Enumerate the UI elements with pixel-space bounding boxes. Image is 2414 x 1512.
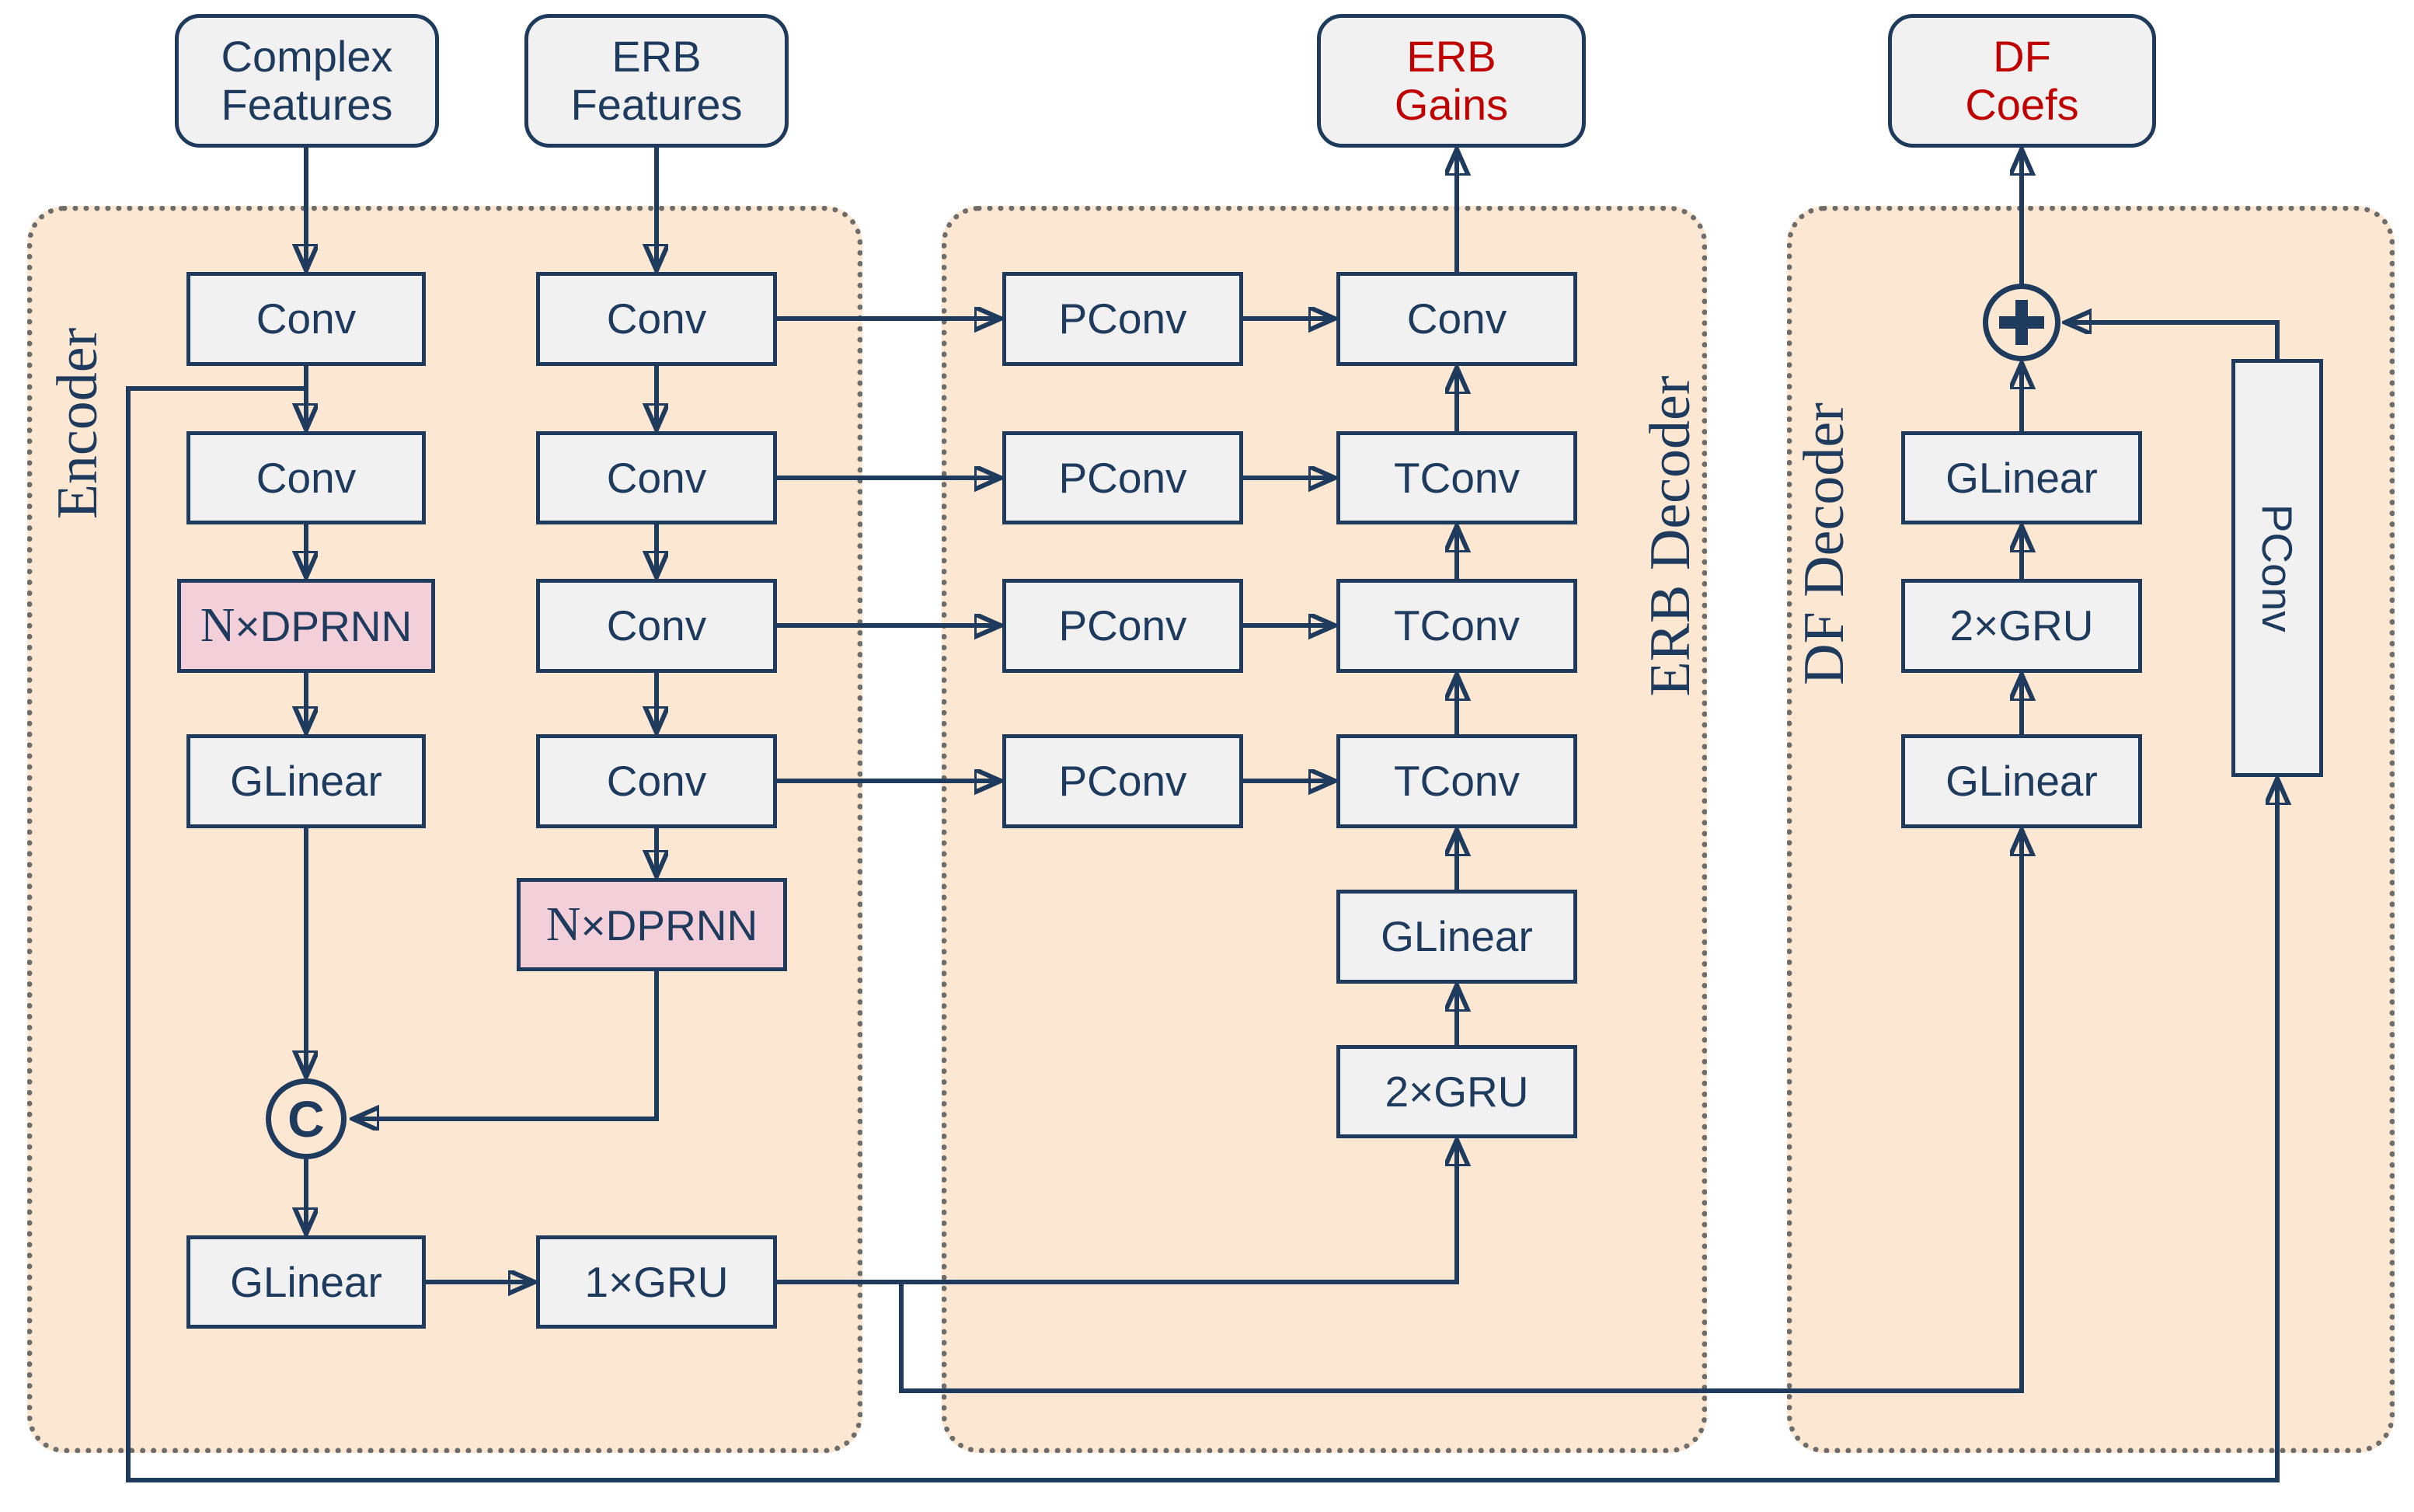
edge-conv1-skip-to-pconv-tall bbox=[126, 386, 2277, 1482]
erb-decoder-gru-block: 2×GRU bbox=[1336, 1045, 1577, 1138]
encoder-gru-block: 1×GRU bbox=[536, 1235, 777, 1329]
erb-decoder-tconv1-block: TConv bbox=[1336, 431, 1577, 524]
df-decoder-gru-block: 2×GRU bbox=[1901, 579, 2142, 673]
erb-decoder-pconv4-block: PConv bbox=[1002, 734, 1243, 828]
erb-decoder-conv-block: Conv bbox=[1336, 272, 1577, 366]
df-decoder-pconv-tall-block: PConv bbox=[2231, 359, 2323, 777]
edge-gru-to-erb-gru2 bbox=[775, 1141, 1457, 1284]
encoder-glinear-block: GLinear bbox=[186, 734, 426, 828]
edge-gru-to-df-glinear bbox=[899, 831, 2022, 1393]
concat-circle: C bbox=[266, 1078, 347, 1159]
df-coefs-box: DF Coefs bbox=[1888, 14, 2156, 148]
encoder-glinear-bottom-block: GLinear bbox=[186, 1235, 426, 1329]
erb-decoder-pconv2-block: PConv bbox=[1002, 431, 1243, 524]
df-decoder-glinear2-block: GLinear bbox=[1901, 734, 2142, 828]
encoder-erb-conv2-block: Conv bbox=[536, 431, 777, 524]
encoder-erb-dprnn-block: N×DPRNN bbox=[517, 878, 787, 971]
encoder-dprnn-block: N×DPRNN bbox=[177, 579, 435, 673]
erb-decoder-pconv3-block: PConv bbox=[1002, 579, 1243, 673]
concat-symbol: C bbox=[287, 1090, 325, 1148]
erb-features-box: ERB Features bbox=[524, 14, 789, 148]
sum-circle bbox=[1983, 284, 2060, 361]
encoder-conv2-block: Conv bbox=[186, 431, 426, 524]
encoder-erb-conv1-block: Conv bbox=[536, 272, 777, 366]
erb-decoder-tconv3-block: TConv bbox=[1336, 734, 1577, 828]
edge-dprnn2-to-concat bbox=[354, 969, 659, 1119]
erb-decoder-glinear-block: GLinear bbox=[1336, 890, 1577, 984]
complex-features-label: Complex Features bbox=[221, 32, 393, 129]
complex-features-box: Complex Features bbox=[175, 14, 439, 148]
erb-decoder-tconv2-block: TConv bbox=[1336, 579, 1577, 673]
encoder-conv1-block: Conv bbox=[186, 272, 426, 366]
df-coefs-label: DF Coefs bbox=[1965, 32, 2079, 129]
df-decoder-glinear1-block: GLinear bbox=[1901, 431, 2142, 524]
erb-decoder-pconv1-block: PConv bbox=[1002, 272, 1243, 366]
erb-gains-box: ERB Gains bbox=[1317, 14, 1586, 148]
edge-pconv-tall-to-sum bbox=[2067, 322, 2280, 361]
encoder-erb-conv4-block: Conv bbox=[536, 734, 777, 828]
erb-features-label: ERB Features bbox=[570, 32, 743, 129]
encoder-erb-conv3-block: Conv bbox=[536, 579, 777, 673]
erb-decoder-panel bbox=[942, 206, 1707, 1453]
erb-gains-label: ERB Gains bbox=[1394, 32, 1509, 129]
